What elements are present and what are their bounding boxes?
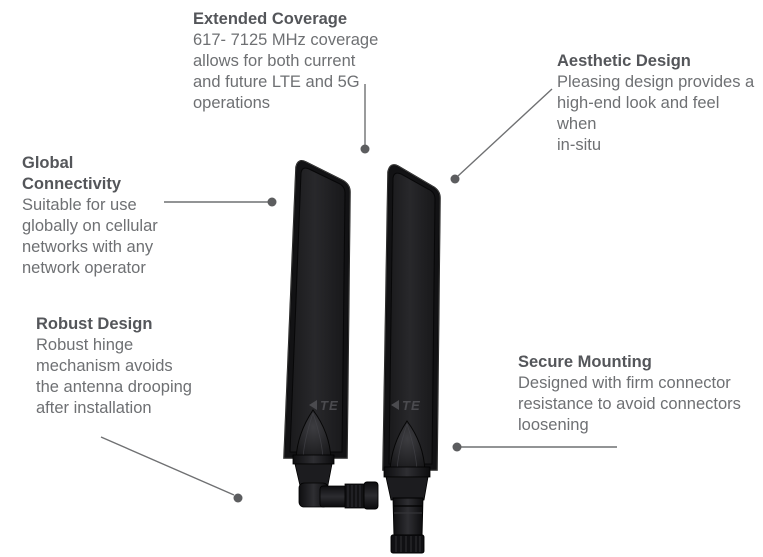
te-logo: TE [309, 398, 339, 413]
callout-title: Aesthetic Design [557, 52, 691, 70]
te-logo-text: TE [320, 398, 339, 413]
leader-lines [100, 84, 617, 503]
hinge-collar [292, 454, 335, 465]
callout-body: Designed with firm connector resistance … [518, 374, 741, 434]
te-logo-text: TE [402, 398, 421, 413]
sma-connector-right-angle [319, 481, 379, 510]
leader-dot [360, 144, 370, 154]
connector-shaft [392, 497, 424, 538]
knurl-ridges [347, 485, 361, 507]
te-logo: TE [391, 398, 421, 413]
leader-secure-mounting [452, 442, 617, 452]
antenna-blade-face [388, 172, 436, 465]
callout-secure-mounting: Secure Mounting Designed with firm conne… [518, 352, 741, 436]
callout-global-connectivity: Global Connectivity Suitable for use glo… [22, 153, 158, 279]
callout-body: Suitable for use globally on cellular ne… [22, 196, 158, 277]
antenna-blade-face [289, 167, 346, 453]
antenna-blade-highlight [382, 164, 441, 471]
leader-robust-design [100, 436, 243, 503]
leader-dot [452, 442, 462, 452]
antenna-blade-highlight [283, 160, 351, 459]
hinge-collar [383, 466, 431, 478]
callout-aesthetic-design: Aesthetic Design Pleasing design provide… [557, 51, 763, 156]
callout-body: 617- 7125 MHz coverage allows for both c… [193, 31, 379, 112]
dome-facet-line [396, 423, 408, 471]
dome-facet-line [302, 412, 314, 459]
connector-arm [319, 485, 348, 508]
callout-title: Extended Coverage [193, 10, 348, 28]
dome-facet-line [312, 412, 324, 459]
leader-dot [233, 493, 243, 503]
leader-extended-coverage [360, 84, 370, 154]
left-antenna: TE [283, 160, 379, 510]
knurl-ridges [395, 536, 421, 552]
te-logo-mark-icon [309, 400, 317, 410]
sma-connector-straight [390, 497, 425, 554]
callout-extended-coverage: Extended Coverage 617- 7125 MHz coverage… [193, 9, 378, 114]
callout-body: Pleasing design provides a high-end look… [557, 73, 755, 154]
leader-global-connectivity [164, 197, 277, 207]
te-logo-mark-icon [391, 400, 399, 410]
hinge-taper [385, 476, 429, 501]
callout-title: Robust Design [36, 315, 153, 333]
leader-dot [267, 197, 277, 207]
callout-body: Robust hinge mechanism avoids the antenn… [36, 336, 192, 417]
right-antenna: TE [382, 164, 441, 554]
callout-robust-design: Robust Design Robust hinge mechanism avo… [36, 314, 192, 419]
dome-facet-line [406, 423, 418, 471]
leader-dot [450, 174, 460, 184]
connector-nut [363, 481, 379, 510]
callout-title: Global Connectivity [22, 154, 122, 193]
callout-title: Secure Mounting [518, 353, 652, 371]
leader-aesthetic-design [450, 88, 553, 184]
